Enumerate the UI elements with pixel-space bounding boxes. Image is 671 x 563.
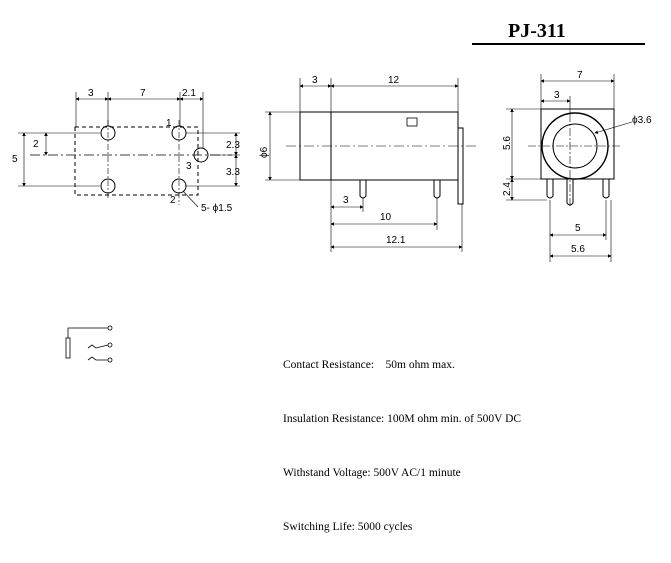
title-underline (472, 43, 645, 45)
dim-label: 5.6 (502, 136, 513, 150)
dim-label: 5.6 (571, 244, 585, 255)
spec-contact-resistance: Contact Resistance: 50m ohm max. (283, 359, 455, 371)
switch-schematic (65, 325, 113, 363)
pin-label: 1 (166, 118, 172, 129)
spec-withstand-voltage: Withstand Voltage: 500V AC/1 minute (283, 467, 461, 479)
spec-insulation-resistance: Insulation Resistance: 100M ohm min. of … (283, 413, 522, 425)
dim-label: 5 (575, 223, 581, 234)
dim-label: 3.3 (226, 167, 240, 178)
dim-label: 3 (343, 195, 349, 206)
dim-label: 3 (88, 88, 94, 99)
dim-label: 12.1 (386, 235, 406, 246)
rear-terminal (457, 127, 464, 205)
dim-label: 10 (380, 212, 392, 223)
dim-label: 2.3 (226, 140, 240, 151)
end-pin (602, 179, 610, 199)
part-number-title: PJ-311 (508, 20, 566, 42)
pin-label: 2 (170, 195, 176, 206)
end-pin (566, 179, 574, 206)
specifications: Contact Resistance: 50m ohm max. Insulat… (283, 320, 521, 554)
side-view: 3 12 ϕ6 3 10 12.1 (259, 75, 476, 252)
dim-label: ϕ6 (259, 146, 270, 158)
dim-label: 7 (140, 88, 146, 99)
plug-symbol (65, 337, 71, 359)
dim-label: 2.1 (182, 88, 196, 99)
hole-callout: 5- ϕ1.5 (201, 203, 233, 214)
pin-hole (193, 147, 209, 163)
front-view: 3 7 2.1 5 2 2.3 3.3 1 2 3 5- ϕ1.5 (12, 88, 240, 214)
dim-label: 2 (33, 139, 39, 150)
end-pin (546, 179, 554, 199)
dim-label: 2.4 (502, 182, 513, 196)
end-view: 7 3 ϕ3.6 5.6 2.4 5 5.6 (502, 70, 652, 262)
dim-label: ϕ3.6 (632, 115, 652, 126)
dim-label: 7 (577, 70, 583, 81)
end-body-outline (540, 108, 615, 180)
dim-label: 12 (388, 75, 400, 86)
dim-label: 5 (12, 154, 18, 165)
pin-hole (100, 178, 116, 194)
pin-label: 3 (186, 161, 192, 172)
front-body-outline (74, 126, 199, 196)
dim-label: 3 (312, 75, 318, 86)
dim-label: 3 (554, 90, 560, 101)
spec-switching-life: Switching Life: 5000 cycles (283, 521, 413, 533)
side-pin (359, 180, 367, 199)
side-pin (433, 180, 441, 199)
